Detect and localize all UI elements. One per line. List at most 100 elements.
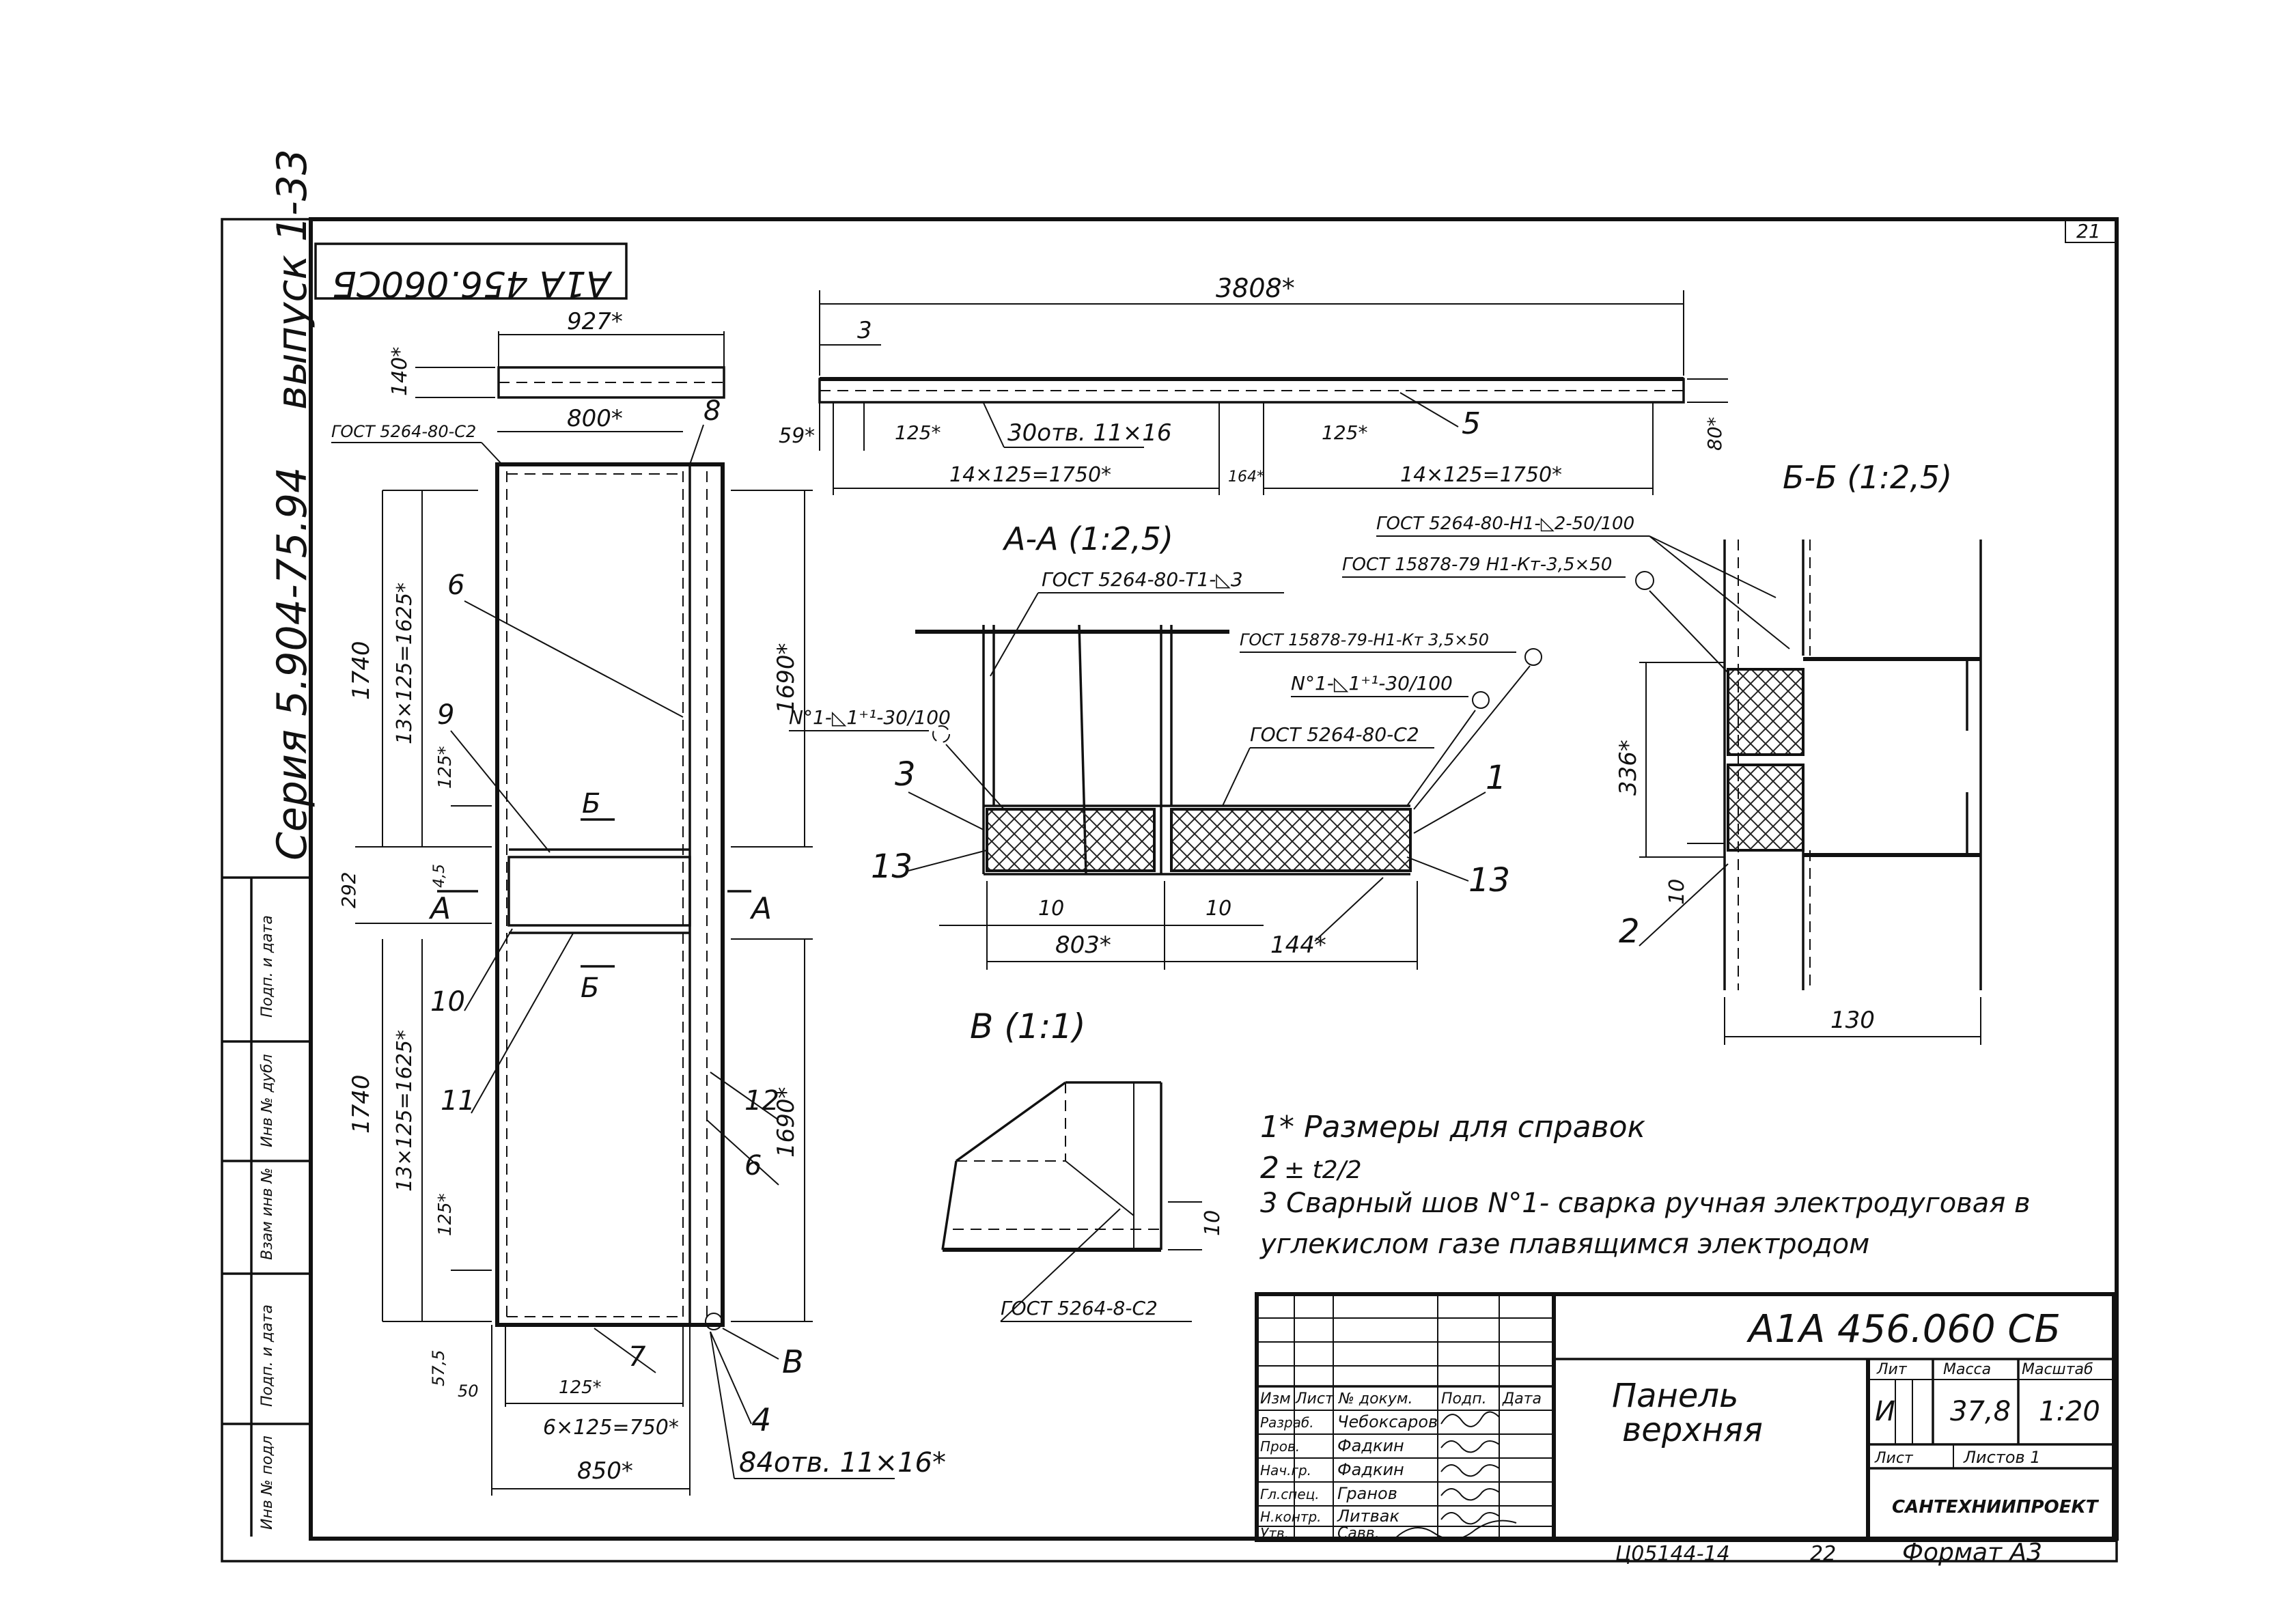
mass-value: 37,8 <box>1950 1396 2011 1427</box>
gost-c2-label: ГОСТ 5264-80-С2 <box>1250 723 1419 746</box>
weld-gost-label: ГОСТ 5264-80-С2 <box>331 422 476 441</box>
col-header: Дата <box>1502 1390 1542 1408</box>
dim-144: 144* <box>1270 932 1326 959</box>
section-bb: Б-Б (1:2,5) ГОСТ 5264-80-Н1-◺2-50/100 ГО… <box>1342 459 1982 1045</box>
section-mark-a: А <box>428 891 451 926</box>
role: Разраб. <box>1260 1414 1314 1431</box>
dim-10-bb: 10 <box>1665 879 1689 905</box>
callout-12: 12 <box>744 1085 779 1117</box>
gost-t1-label: ГОСТ 5264-80-Т1-◺3 <box>1042 568 1243 591</box>
gost-15878-label: ГОСТ 15878-79-Н1-Кт 3,5×50 <box>1240 630 1489 649</box>
signature-scribble <box>1440 1488 1500 1501</box>
dim-14x125-left: 14×125=1750* <box>949 463 1111 487</box>
dim-125-right: 125* <box>1322 421 1367 444</box>
product-name-1: Панель <box>1612 1377 1738 1415</box>
bottom-strip: Ц05144-14 22 Формат А3 <box>1615 1539 2042 1567</box>
role: Пров. <box>1260 1438 1300 1455</box>
page-number: 21 <box>2076 220 2101 242</box>
callout-13-left: 13 <box>871 848 912 886</box>
col-header: Подп. <box>1441 1390 1487 1408</box>
format-label: Формат А3 <box>1902 1539 2042 1567</box>
section-mark-b: Б <box>582 788 600 820</box>
note-1: 1* Размеры для справок <box>1260 1110 1645 1145</box>
dim-125-left: 125* <box>895 421 941 444</box>
callout-2: 2 <box>1619 912 1640 951</box>
dim-125: 125* <box>435 1193 456 1236</box>
section-aa: А-А (1:2,5) ГОСТ 5264-80-Т1-◺3 ГОСТ 1587… <box>789 520 1542 970</box>
callout-4: 4 <box>751 1401 771 1438</box>
side-view: 3808* 3 59* 125* 30отв. 11×16 14×125=175… <box>779 273 1728 495</box>
role: Утв. <box>1260 1525 1289 1541</box>
dim-1740-top: 1740 <box>348 641 375 700</box>
dim-1690-bottom: 1690* <box>772 1087 800 1158</box>
callout-6: 6 <box>744 1150 762 1181</box>
dim-10-v: 10 <box>1201 1210 1225 1236</box>
title-block: Изм Лист № докум. Подп. Дата Разраб. Про… <box>1255 1292 2116 1542</box>
note-3-line1: 3 Сварный шов N°1- сварка ручная электро… <box>1260 1188 2031 1219</box>
dim-164: 164* <box>1228 468 1264 486</box>
sheet-label: Лист <box>1874 1450 1914 1467</box>
scale-value: 1:20 <box>2039 1396 2100 1427</box>
section-aa-title: А-А (1:2,5) <box>1002 520 1173 557</box>
dim-850: 850* <box>577 1457 633 1485</box>
notes: 1* Размеры для справок 2 ± t2/2 3 Сварны… <box>1259 1110 2031 1260</box>
dim-336: 336* <box>1615 740 1642 796</box>
dim-50: 50 <box>458 1382 479 1401</box>
doc-code: А1А 456.060 СБ <box>1746 1307 2061 1352</box>
dim-3808: 3808* <box>1216 273 1295 303</box>
plan-view: 800* 850* 1740 1740 13×125=1625* 13×125=… <box>331 395 946 1496</box>
lit-value: И <box>1875 1396 1895 1427</box>
callout-5: 5 <box>1462 406 1481 441</box>
signature-scribble <box>1440 1512 1500 1525</box>
dim-59: 59* <box>779 424 815 448</box>
holes-30-label: 30отв. 11×16 <box>1007 419 1172 447</box>
series-label: Серия 5.904-75.94 <box>268 467 316 860</box>
detail-v-gost: ГОСТ 5264-8-С2 <box>1001 1297 1158 1319</box>
role: Гл.спец. <box>1260 1486 1320 1502</box>
dim-80: 80* <box>1703 417 1726 451</box>
role: Н.контр. <box>1260 1509 1322 1525</box>
dim-125: 125* <box>435 746 456 789</box>
strip-label: Инв № дубл <box>259 1054 276 1147</box>
gost-h1-label: ГОСТ 5264-80-Н1-◺2-50/100 <box>1376 514 1634 534</box>
strip-label: Инв № подл <box>259 1436 276 1530</box>
dim-1740-bottom: 1740 <box>348 1074 375 1134</box>
role: Нач.гр. <box>1260 1462 1311 1479</box>
organization: САНТЕХНИИПРОЕКТ <box>1892 1497 2100 1517</box>
callout-9: 9 <box>437 699 454 731</box>
holes-84-label: 84отв. 11×16* <box>739 1447 946 1479</box>
sheet-frame: 21 Подп. и дата Инв № дубл Взам инв № По… <box>221 149 2119 1563</box>
col-header: Изм <box>1260 1390 1291 1408</box>
dim-140: 140* <box>388 347 412 396</box>
dim-10-right: 10 <box>1206 897 1231 921</box>
note-2-prefix: 2 <box>1260 1151 1279 1186</box>
dim-927: 927* <box>567 308 623 335</box>
dim-13x125-top: 13×125=1625* <box>393 583 417 744</box>
note-3-line2: углекислом газе плавящимся электродом <box>1259 1229 1869 1260</box>
dim-803: 803* <box>1055 932 1111 959</box>
scale-label: Масштаб <box>2022 1361 2093 1378</box>
strip-label: Подп. и дата <box>259 915 276 1018</box>
dim-57-5: 57,5 <box>429 1350 448 1386</box>
signature-scribble <box>1440 1464 1500 1477</box>
weld-n1-left: N°1-◺1⁺¹-30/100 <box>789 706 951 729</box>
col-header: № докум. <box>1338 1390 1412 1408</box>
issue-label: выпуск 1-33 <box>268 149 316 410</box>
section-mark-b: Б <box>581 972 599 1004</box>
lit-label: Лит <box>1876 1361 1908 1378</box>
mass-label: Масса <box>1943 1361 1991 1378</box>
dim-4-5: 4,5 <box>431 864 448 888</box>
callout-v: В <box>782 1343 804 1380</box>
callout-11: 11 <box>441 1085 475 1117</box>
mirrored-code-stamp: А1А 456.060СБ <box>332 263 613 304</box>
callout-10: 10 <box>430 986 465 1018</box>
callout-13-right: 13 <box>1468 861 1510 899</box>
callout-1: 1 <box>1486 759 1507 797</box>
dim-13x125-bottom: 13×125=1625* <box>393 1030 417 1192</box>
sheets-label: Листов 1 <box>1963 1448 2041 1467</box>
dim-130: 130 <box>1830 1007 1875 1034</box>
detail-v-title: В (1:1) <box>970 1007 1086 1046</box>
dim-10-left: 10 <box>1038 897 1064 921</box>
col-header: Лист <box>1295 1390 1335 1408</box>
detail-v: В (1:1) 10 ГОСТ 5264-8-С2 <box>941 1007 1225 1322</box>
